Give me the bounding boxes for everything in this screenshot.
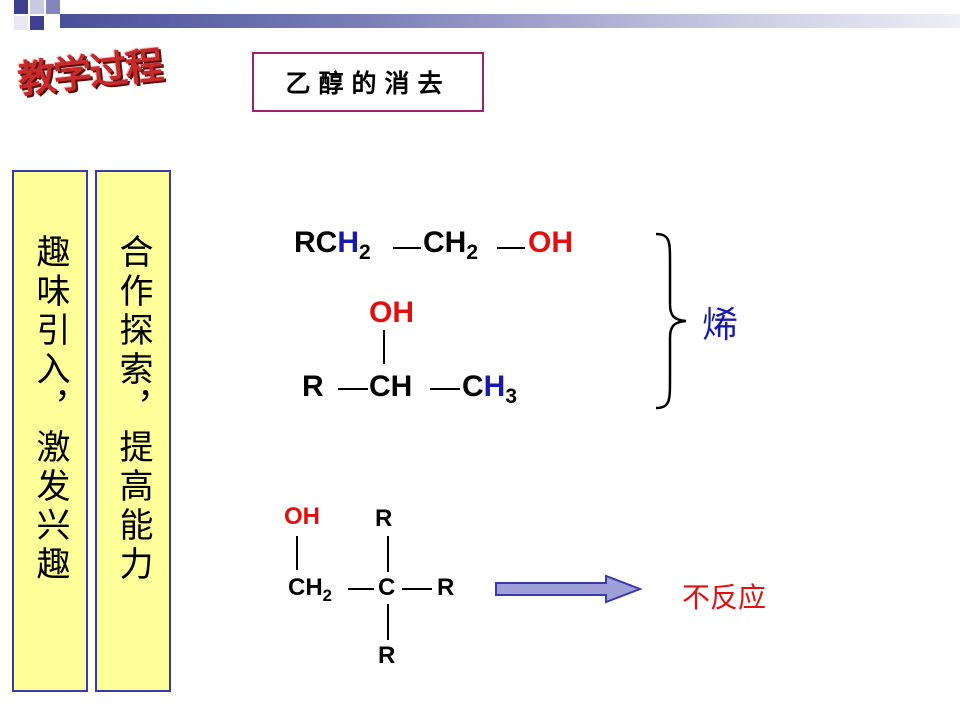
formula2-r: R	[302, 370, 324, 403]
topic-title-box: 乙醇的消去	[252, 52, 484, 112]
formula3-ch: CH	[288, 574, 323, 601]
formula2-sub: 3	[505, 385, 518, 408]
section-logo-title: 教学过程	[15, 42, 164, 102]
bond-line	[383, 330, 385, 364]
formula3-sub: 2	[322, 585, 333, 605]
formula1-oh: OH	[528, 226, 573, 259]
formula1-sub2: 2	[466, 241, 479, 264]
bond-line	[338, 388, 368, 390]
side-box-cooperate: 合作探索，提高能力	[95, 170, 171, 692]
bond-line	[387, 536, 389, 572]
decor-square	[46, 0, 60, 14]
product-alkene-label: 烯	[702, 305, 739, 346]
formula3-ch2: CH2	[288, 574, 332, 606]
formula3-c: C	[378, 574, 396, 601]
topic-title: 乙醇的消去	[285, 69, 451, 98]
right-brace	[655, 232, 687, 410]
formula1-rc: RC	[294, 226, 338, 259]
bond-line	[497, 247, 525, 249]
formula2-ch3: CH3	[462, 370, 517, 409]
side-box-cooperate-text: 合作探索，提高能力	[113, 234, 153, 585]
reaction-arrow	[495, 574, 643, 604]
side-box-intro: 趣味引入，激发兴趣	[12, 170, 88, 692]
decor-square	[30, 0, 44, 14]
bond-line	[387, 604, 389, 640]
formula2-ch: CH	[369, 370, 413, 403]
bond-line	[348, 588, 374, 590]
decor-square	[14, 16, 28, 30]
formula3-oh: OH	[284, 503, 320, 530]
formula1-h: H	[337, 226, 360, 259]
formula1-sub: 2	[359, 241, 371, 264]
no-reaction-label: 不反应	[682, 581, 767, 614]
formula1-ch2: CH2	[423, 226, 478, 265]
formula3-r-right: R	[437, 574, 455, 601]
formula2-oh: OH	[369, 296, 414, 329]
formula2-h: H	[483, 370, 506, 403]
decor-square	[14, 0, 28, 14]
bond-line	[430, 388, 460, 390]
decor-square	[30, 16, 44, 30]
bond-line	[393, 247, 421, 249]
top-decoration-bar	[0, 0, 960, 36]
bond-line	[402, 588, 432, 590]
formula1-ch: CH	[423, 226, 467, 259]
bond-line	[296, 536, 298, 570]
formula2-c: C	[462, 370, 484, 403]
formula3-r-top: R	[375, 505, 393, 532]
formula3-r-bottom: R	[378, 642, 396, 669]
gradient-bar	[60, 14, 960, 28]
side-box-intro-text: 趣味引入，激发兴趣	[30, 234, 70, 585]
formula-primary-alcohol: RCH2	[294, 226, 371, 265]
